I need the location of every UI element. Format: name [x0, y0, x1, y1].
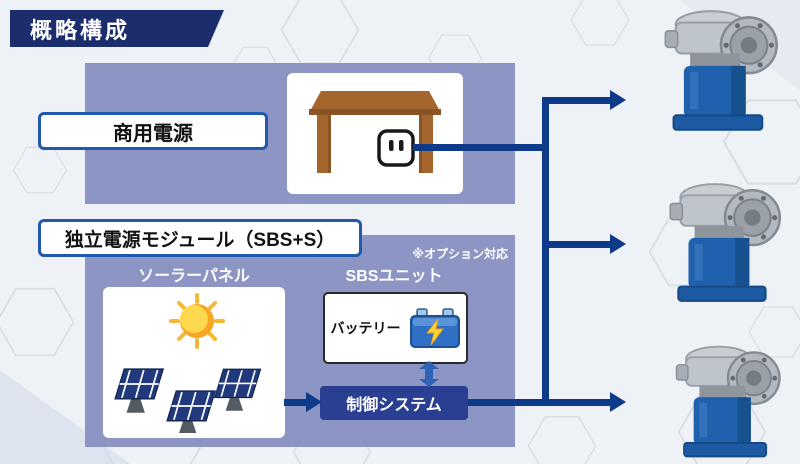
page-title: 概略構成 — [30, 17, 131, 43]
title-banner: 概略構成 — [10, 10, 224, 47]
solar-to-control-arrowhead — [306, 392, 322, 412]
branch-arrowhead-top — [610, 90, 626, 110]
independent-module-label-text: 独立電源モジュール（SBS+S） — [64, 229, 336, 251]
trunk-line — [542, 97, 549, 406]
battery-label: バッテリー — [330, 320, 401, 336]
power-outlet-box — [287, 73, 463, 194]
branch-line-middle — [549, 241, 610, 248]
branch-line-top — [549, 97, 610, 104]
sbs-unit-caption: SBSユニット — [345, 268, 443, 285]
commercial-power-label-text: 商用電源 — [113, 122, 193, 145]
battery-control-double-arrow — [419, 361, 439, 387]
solar-panel-caption: ソーラーパネル — [138, 268, 250, 285]
actuator-image-2 — [668, 182, 782, 303]
option-note: ※オプション対応 — [412, 247, 508, 261]
battery-box: バッテリー — [323, 292, 468, 364]
battery-icon — [409, 308, 460, 348]
line-outlet-to-trunk — [413, 144, 549, 151]
control-system-box: 制御システム — [320, 386, 468, 420]
actuator-image-3 — [675, 345, 781, 458]
branch-arrowhead-middle — [610, 234, 626, 254]
solar-panel-icon — [114, 292, 262, 433]
building-outlet-icon — [309, 90, 441, 173]
commercial-power-label: 商用電源 — [38, 112, 268, 150]
solar-panel-box — [103, 287, 285, 438]
actuator-image-1 — [664, 9, 778, 132]
control-system-label: 制御システム — [346, 397, 442, 414]
independent-module-label: 独立電源モジュール（SBS+S） — [38, 219, 362, 257]
branch-arrowhead-bottom — [610, 392, 626, 412]
branch-line-bottom — [549, 399, 610, 406]
line-control-to-trunk — [468, 399, 542, 406]
solar-to-control-line — [284, 399, 308, 406]
